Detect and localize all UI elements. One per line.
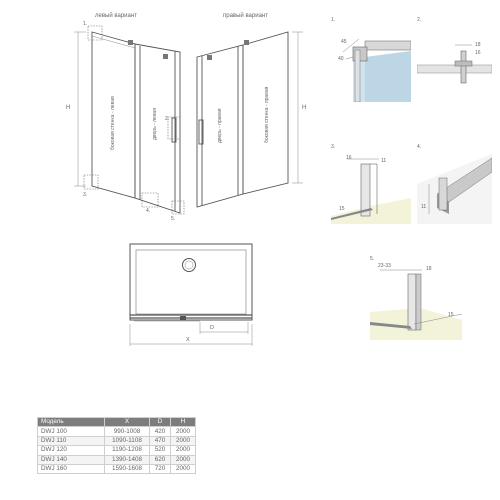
- cell-model: DWJ 110: [37, 435, 105, 447]
- h-label-right: H: [302, 105, 307, 111]
- table-row: DWJ 100 990-1008 420 2000: [37, 426, 196, 437]
- door-right-label: дверь - правая: [217, 108, 223, 144]
- cell-model: DWJ 160: [37, 463, 105, 475]
- cell-x: 1590-1608: [104, 463, 150, 475]
- header-d: D: [149, 416, 171, 428]
- cell-d: 620: [149, 454, 171, 465]
- cell-x: 1090-1108: [104, 435, 150, 447]
- cell-h: 2000: [170, 426, 196, 437]
- detail-5-dim-c: 15: [448, 312, 454, 318]
- detail-3-dim-b: 11: [381, 158, 387, 164]
- elevation-drawing: [74, 25, 303, 215]
- detail-5-dim-a: 23-33: [378, 263, 391, 269]
- table-row: DWJ 160 1590-1608 720 2000: [37, 463, 196, 475]
- detail-4-number: 4.: [417, 144, 422, 150]
- header-x: X: [104, 416, 150, 428]
- cell-model: DWJ 140: [37, 454, 105, 465]
- plan-x-label: X: [186, 337, 190, 343]
- detail-1-number: 1.: [331, 17, 336, 23]
- left-door: [134, 43, 181, 214]
- detail-2-dim-b: 16: [475, 50, 481, 56]
- cell-h: 2000: [170, 435, 196, 447]
- detail-2-number: 2.: [417, 17, 422, 23]
- plan-d-label: D: [210, 325, 214, 331]
- h-label-left: H: [66, 105, 71, 111]
- callout-3: 3.: [83, 192, 88, 198]
- cell-x: 990-1008: [104, 426, 150, 437]
- right-side-wall: [242, 31, 289, 195]
- drain-icon: [182, 258, 196, 272]
- table-row: DWJ 110 1090-1108 470 2000: [37, 435, 196, 447]
- detail-3-dim-a: 16: [346, 155, 352, 161]
- side-wall-right-label: боковая стенка - правая: [264, 86, 270, 143]
- side-wall-left-label: боковая стенка - левая: [110, 96, 116, 150]
- left-roller: [128, 40, 133, 45]
- detail-3-dim-c: 15: [339, 206, 345, 212]
- header-h: H: [170, 416, 196, 428]
- table-row: DWJ 140 1390-1408 620 2000: [37, 454, 196, 465]
- detail-4-dim-a: 11: [421, 204, 427, 210]
- left-variant-label: левый вариант: [95, 13, 137, 19]
- detail-3-number: 3.: [331, 144, 336, 150]
- left-roller-2: [163, 54, 168, 59]
- detail-4: 4. 11: [417, 144, 493, 224]
- detail-5: 5. 23-33 18 15: [370, 256, 463, 340]
- left-door-handle: [171, 117, 177, 143]
- cell-h: 2000: [170, 445, 196, 456]
- detail-5-number: 5.: [370, 256, 375, 262]
- right-variant-label: правый вариант: [223, 13, 268, 19]
- cell-d: 420: [149, 426, 171, 437]
- callout-4: 4.: [146, 208, 151, 214]
- cell-d: 720: [149, 463, 171, 475]
- cell-x: 1390-1408: [104, 454, 150, 465]
- cell-d: 520: [149, 445, 171, 456]
- cell-h: 2000: [170, 454, 196, 465]
- detail-3: 3. 16 11 15: [331, 144, 411, 224]
- callout-2: 2.: [165, 116, 170, 122]
- detail-1: 1. 45 40: [331, 17, 412, 103]
- callout-5: 5.: [171, 216, 176, 222]
- cell-h: 2000: [170, 463, 196, 475]
- right-door-handle: [198, 119, 204, 145]
- door-left-label: дверь - левая: [152, 108, 158, 140]
- table-row: DWJ 120 1190-1208 520 2000: [37, 445, 196, 456]
- table-header-row: Модель X D H: [37, 416, 196, 428]
- detail-1-dim-a: 45: [341, 39, 347, 45]
- header-model: Модель: [37, 416, 105, 428]
- detail-2-dim-a: 18: [475, 42, 481, 48]
- detail-2: 2. 18 16: [416, 17, 493, 102]
- plan-view: [129, 243, 253, 346]
- cell-d: 470: [149, 435, 171, 447]
- callout-1: 1.: [83, 21, 88, 27]
- spec-table: Модель X D H DWJ 100 990-1008 420 2000 D…: [37, 416, 196, 475]
- cell-model: DWJ 120: [37, 445, 105, 456]
- detail-1-dim-b: 40: [338, 56, 344, 62]
- cell-model: DWJ 100: [37, 426, 105, 437]
- detail-5-dim-b: 18: [426, 266, 432, 272]
- cell-x: 1190-1208: [104, 445, 150, 456]
